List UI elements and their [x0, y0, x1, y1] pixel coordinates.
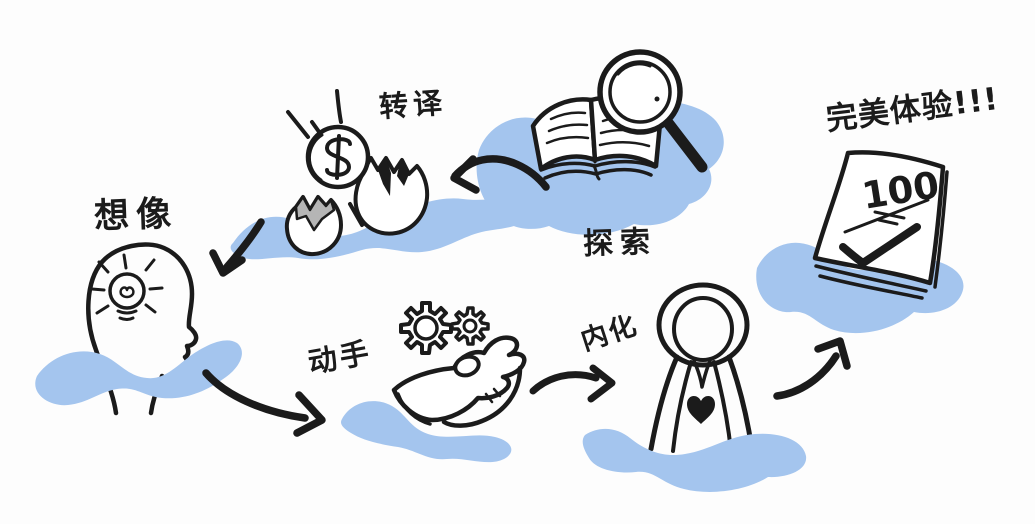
arrow-imagine-to-handson — [202, 369, 326, 437]
arrow-explore-to-translate — [450, 155, 550, 194]
sheet-stack-edges — [814, 170, 949, 300]
spark-lines — [286, 89, 364, 227]
wave-blob-internalize — [582, 428, 807, 492]
book-magnifier-icon — [530, 49, 708, 181]
arrow-internalize-to-perfect — [773, 337, 851, 400]
hand-pinky-edge — [441, 365, 523, 428]
arrow-handson-to-internalize — [529, 364, 616, 403]
figure-heart-icon — [648, 282, 755, 453]
eggshell-crack-shadow — [378, 158, 391, 196]
book-left-page — [530, 97, 598, 172]
magnifier-inner-ring — [608, 60, 672, 124]
eggshell-gray-crack — [294, 195, 336, 232]
label-explore: 探索 — [582, 224, 658, 262]
figure-neck-v — [692, 359, 712, 389]
wave-blob-imagine — [35, 340, 242, 406]
sheet-fold-line — [843, 198, 930, 234]
thumb-nail — [453, 354, 481, 378]
arrow-translate-to-imagine — [209, 218, 265, 277]
lightbulb-icon — [108, 272, 146, 310]
magnifier-highlight — [616, 62, 652, 76]
hand-crease-lines — [484, 387, 502, 404]
label-imagine: 想像 — [93, 194, 179, 237]
gear-small-hub — [462, 318, 478, 334]
eggshell-crack-shadow-2 — [397, 161, 409, 186]
flow-arrows — [202, 155, 851, 437]
heart-icon — [687, 395, 715, 424]
dollar-sign — [325, 134, 352, 180]
figure-head-outer-ring — [656, 282, 750, 368]
magnifier-dot — [654, 96, 660, 102]
label-translate: 转译 — [377, 85, 449, 124]
gear-small-icon — [450, 306, 490, 346]
lightbulb-base — [116, 309, 138, 321]
open-hand-outline — [391, 335, 527, 423]
score-sheet-icon: 100 — [812, 150, 949, 300]
hand-gears-icon — [391, 301, 527, 428]
magnifier-handle — [663, 118, 708, 173]
lightbulb-rays — [90, 253, 164, 315]
hand-wrist-line — [396, 392, 432, 426]
coin-rim — [307, 133, 324, 182]
gear-large-hub — [413, 315, 439, 341]
coin-hatching-egg-icon — [284, 89, 430, 257]
gear-large-icon — [399, 301, 453, 355]
wave-blob-handson — [341, 401, 512, 463]
book-spine — [589, 98, 601, 181]
checkmark-icon — [839, 223, 921, 267]
figure-head-inner-ring — [672, 296, 734, 362]
lightbulb-filament — [119, 286, 135, 299]
